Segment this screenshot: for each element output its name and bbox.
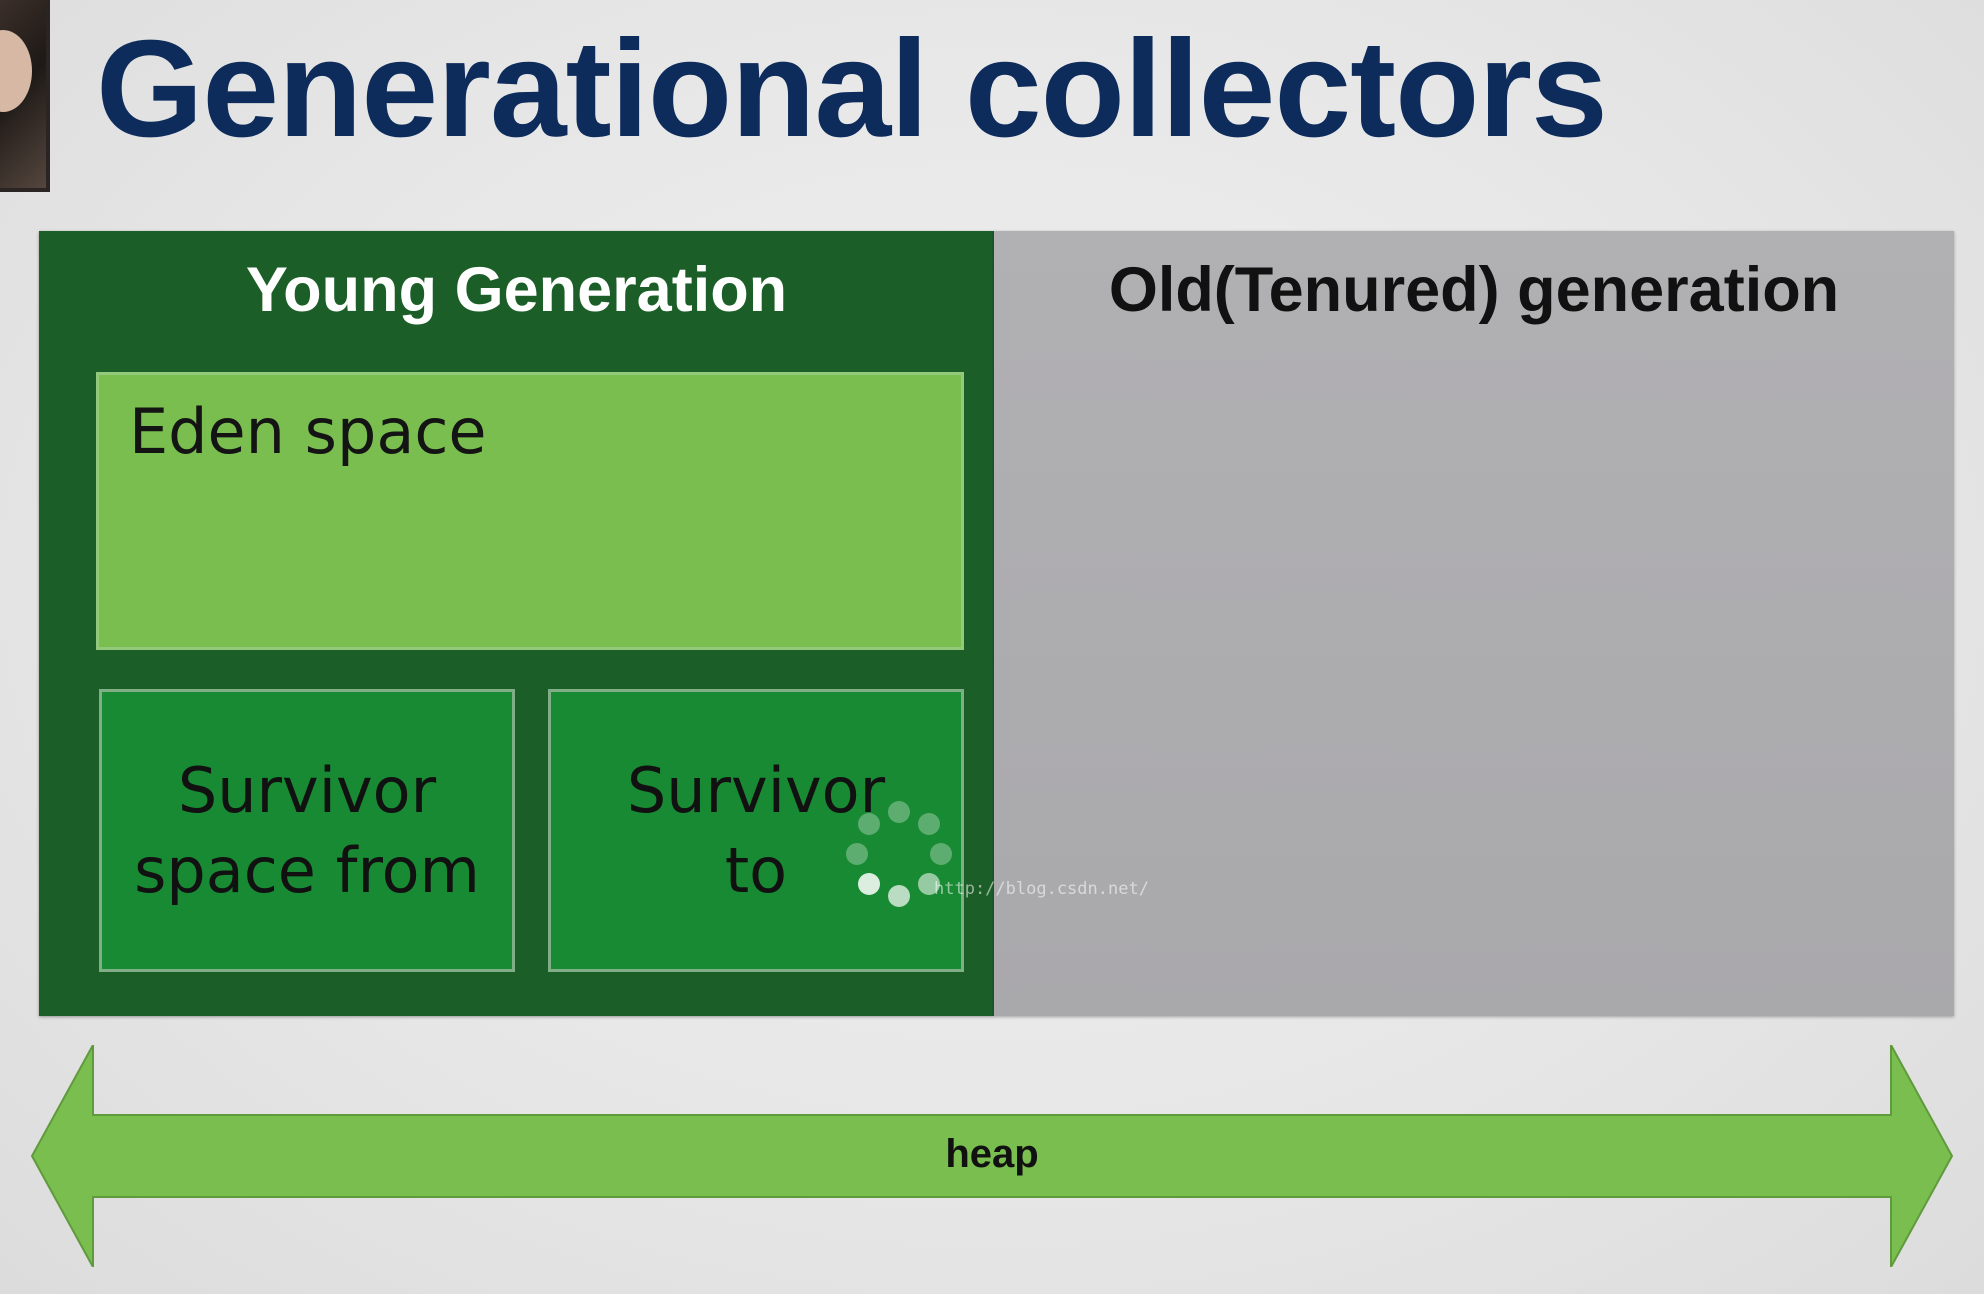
survivor-to-box: Survivor to <box>548 689 964 972</box>
speaker-video-thumbnail <box>0 0 50 192</box>
survivor-from-box: Survivor space from <box>99 689 515 972</box>
old-generation-region: Old(Tenured) generation <box>994 231 1954 1016</box>
slide-title: Generational collectors <box>96 12 1608 166</box>
eden-space-box: Eden space <box>96 372 964 650</box>
survivor-from-label: Survivor space from <box>134 753 480 907</box>
old-generation-label: Old(Tenured) generation <box>1108 255 1840 325</box>
heap-label: heap <box>945 1132 1039 1176</box>
survivor-to-label: Survivor to <box>626 753 886 907</box>
eden-space-label: Eden space <box>129 395 487 468</box>
heap-double-arrow <box>30 1045 1954 1267</box>
heap-diagram: Young Generation Eden space Survivor spa… <box>39 231 1954 1016</box>
loading-spinner-icon <box>846 801 952 907</box>
young-generation-label: Young Generation <box>245 255 788 325</box>
watermark-text: http://blog.csdn.net/ <box>934 879 1149 899</box>
young-generation-region: Young Generation Eden space Survivor spa… <box>39 231 994 1016</box>
